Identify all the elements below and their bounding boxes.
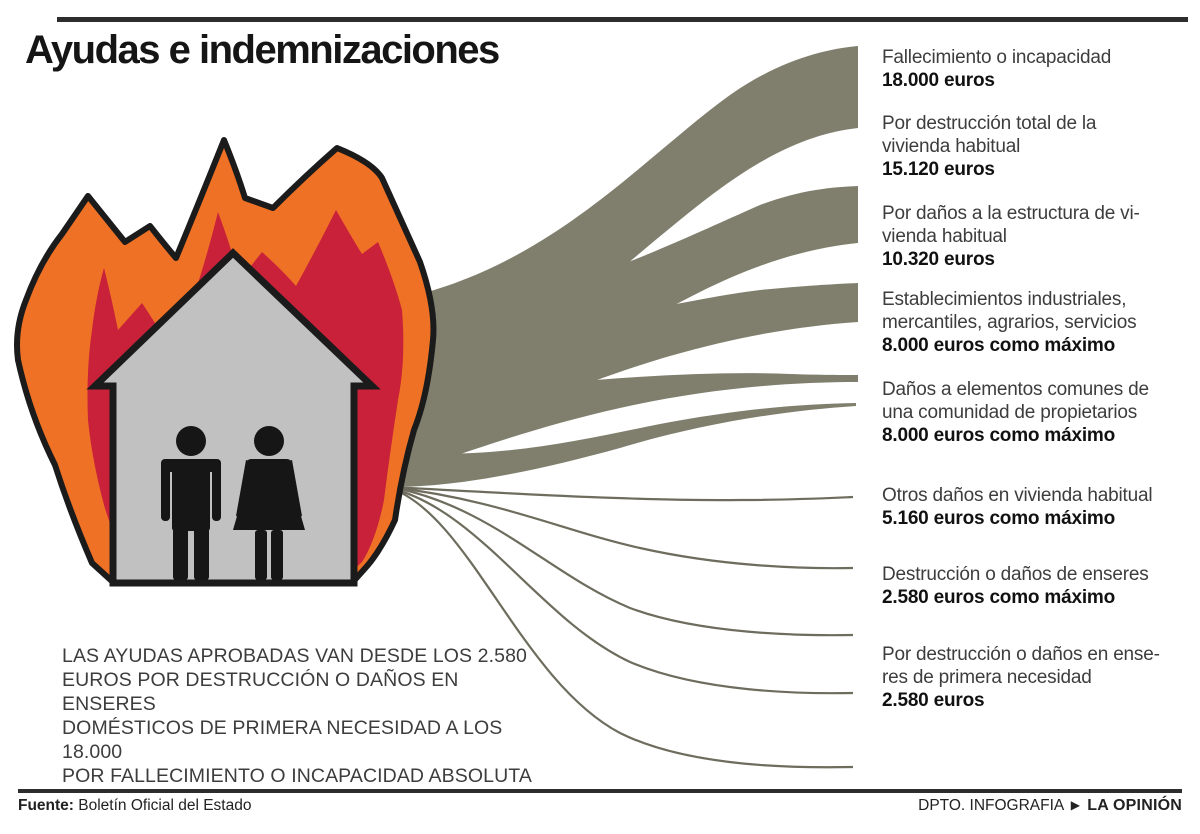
- arrow-right-icon: ▶: [1070, 798, 1080, 812]
- flow-ribbon-5: [392, 403, 856, 487]
- flow-line-6: [389, 485, 854, 502]
- benefit-label: Destrucción o daños de enseres: [882, 564, 1149, 585]
- benefit-label: Fallecimiento o incapacidad: [882, 47, 1112, 68]
- benefit-item-5: Daños a elementos comunes de una comunid…: [882, 378, 1187, 447]
- benefit-item-3: Por daños a la estructura de vi- vienda …: [882, 202, 1187, 271]
- benefit-amount: 18.000 euros: [882, 70, 995, 91]
- source-credit: Fuente: Boletín Oficial del Estado: [18, 797, 251, 815]
- page-title: Ayudas e indemnizaciones: [25, 28, 500, 72]
- flow-ribbons: [389, 46, 858, 769]
- woman-icon: [233, 426, 305, 580]
- benefit-item-2: Por destrucción total de la vivienda hab…: [882, 112, 1187, 181]
- brand-label: LA OPINIÓN: [1087, 797, 1182, 814]
- flow-line-9: [389, 486, 854, 695]
- benefit-label: Por destrucción o daños en ense- res de …: [882, 644, 1160, 688]
- bottom-rule: [18, 789, 1182, 793]
- benefit-item-4: Establecimientos industriales, mercantil…: [882, 288, 1187, 357]
- flow-line-10: [389, 486, 854, 769]
- benefit-label: Otros daños en vivienda habitual: [882, 485, 1153, 506]
- flow-ribbon-4: [405, 373, 858, 470]
- benefit-amount: 8.000 euros como máximo: [882, 335, 1116, 356]
- benefit-label: Daños a elementos comunes de una comunid…: [882, 379, 1149, 423]
- benefit-item-6: Otros daños en vivienda habitual 5.160 e…: [882, 484, 1187, 530]
- source-value: Boletín Oficial del Estado: [78, 797, 252, 814]
- source-label: Fuente:: [18, 797, 74, 814]
- flow-line-8: [389, 485, 854, 637]
- benefit-amount: 10.320 euros: [882, 249, 995, 270]
- benefit-amount: 2.580 euros: [882, 690, 985, 711]
- flow-line-7: [389, 485, 854, 570]
- benefit-amount: 5.160 euros como máximo: [882, 508, 1116, 529]
- benefit-item-7: Destrucción o daños de enseres 2.580 eur…: [882, 563, 1187, 609]
- summary-note: LAS AYUDAS APROBADAS VAN DESDE LOS 2.580…: [62, 645, 532, 787]
- top-rule: [57, 17, 1188, 22]
- flow-ribbon-3: [400, 283, 858, 462]
- benefit-amount: 8.000 euros como máximo: [882, 425, 1116, 446]
- benefit-amount: 15.120 euros: [882, 159, 995, 180]
- benefit-label: Establecimientos industriales, mercantil…: [882, 289, 1137, 333]
- dept-label: DPTO. INFOGRAFIA: [918, 797, 1064, 814]
- benefit-amount: 2.580 euros como máximo: [882, 587, 1116, 608]
- benefit-item-1: Fallecimiento o incapacidad 18.000 euros: [882, 46, 1187, 92]
- benefit-label: Por destrucción total de la vivienda hab…: [882, 113, 1097, 157]
- burning-house-icon: [14, 137, 437, 587]
- publisher-credit: DPTO. INFOGRAFIA ▶ LA OPINIÓN: [918, 797, 1182, 815]
- man-icon: [161, 426, 221, 580]
- benefit-label: Por daños a la estructura de vi- vienda …: [882, 203, 1140, 247]
- benefit-item-8: Por destrucción o daños en ense- res de …: [882, 643, 1187, 712]
